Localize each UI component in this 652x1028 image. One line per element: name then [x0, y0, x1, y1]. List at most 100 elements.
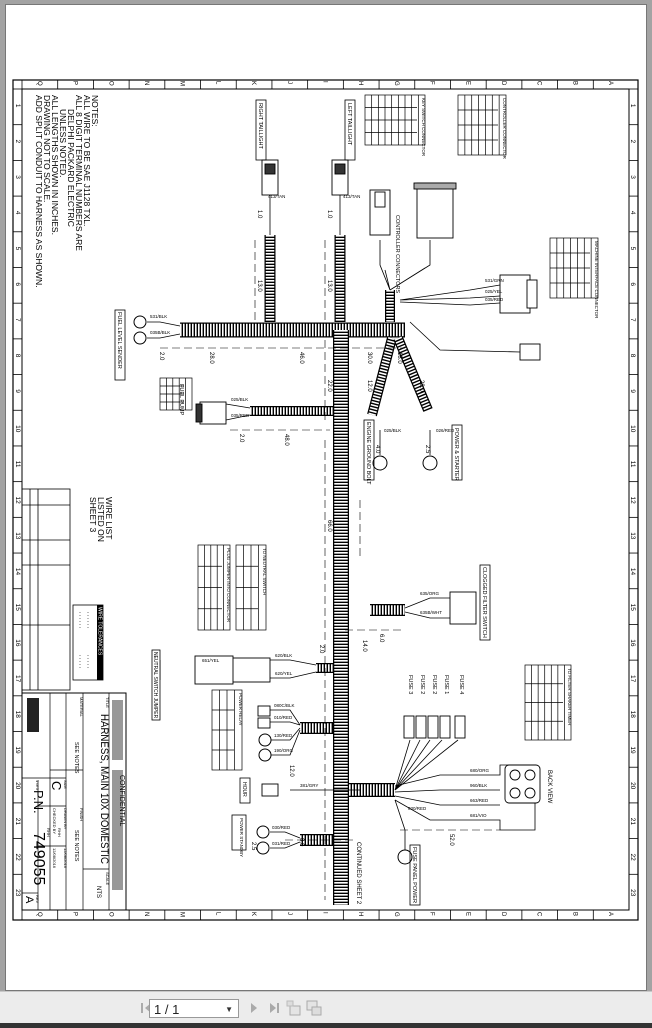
dimension-label: 6.0: [378, 634, 384, 643]
dimension-label: 8.0: [298, 838, 304, 847]
row-label: 13: [629, 532, 636, 540]
column-label: A: [607, 81, 613, 85]
wire-list-line: WIRE LIST: [104, 497, 114, 540]
last-page-icon: [270, 1003, 279, 1013]
column-label: J: [286, 81, 292, 84]
drawing-title: HARNESS, MAIN 10X DOMESTIC: [98, 714, 110, 864]
note-line: ALL 8 DIGIT TERMINAL NUMBERS ARE: [74, 95, 84, 251]
wire-label: 025/YEL: [485, 289, 503, 294]
conduit-ribs: [368, 337, 396, 416]
fuel-pump-connector: [199, 401, 227, 425]
wire-label: 035/RED: [231, 413, 250, 418]
page-number-select[interactable]: 1 / 1 ▼: [149, 999, 239, 1018]
column-label: G: [393, 912, 399, 917]
row-label: 10: [629, 425, 636, 433]
wire-label: 030/RED: [408, 806, 427, 811]
dimension-label: 28.0: [418, 380, 424, 392]
finish-label: FINISH: [79, 808, 84, 821]
column-label: N: [143, 912, 149, 916]
component-labels: RIGHT TAILLIGHT LEFT TAILLIGHT CONTROLLE…: [114, 99, 552, 906]
wire-label: 680/ORG: [470, 768, 490, 773]
page-layout-icon: [286, 1000, 301, 1016]
row-label: 14: [14, 568, 21, 576]
dimension-label: 66.0: [326, 520, 332, 532]
dimension-label: 2.0: [158, 352, 164, 361]
column-label: Q: [36, 912, 42, 917]
column-label: L: [214, 912, 220, 916]
row-label: 2: [14, 140, 21, 144]
dimension-label: 2.5: [424, 445, 430, 454]
column-label: P: [72, 81, 78, 85]
checked-by-label: CHECKED BY: [52, 808, 57, 834]
wire-label: 413/TAN: [343, 194, 360, 199]
power-standby-label: POWER STANDBY: [239, 818, 244, 857]
row-label: 18: [629, 711, 636, 719]
relay-terminal: [257, 705, 271, 717]
column-label: P: [72, 912, 78, 916]
left-taillight-label: LEFT TAILLIGHT: [346, 103, 352, 146]
fuse-label: FUSE 3: [407, 675, 413, 694]
column-label: C: [536, 912, 542, 917]
wire-label: 026/RED: [436, 428, 455, 433]
aux-connector: [519, 343, 541, 361]
title-label: TITLE: [105, 697, 110, 708]
column-label: Q: [36, 81, 42, 86]
window-bottom-bar: [0, 1023, 652, 1028]
wire-label: 413/TAN: [268, 194, 285, 199]
wire-label: 025/BLK: [231, 397, 248, 402]
scale-value: NTS: [95, 886, 101, 898]
next-page-icon: [251, 1003, 257, 1013]
wire-label: 031/RED: [272, 841, 291, 846]
page-view-button-2[interactable]: [306, 1000, 322, 1016]
clogged-filter-label: CLOGGED FILTER SWITCH: [481, 567, 487, 638]
dimension-label: 1.0: [326, 210, 332, 219]
last-page-button[interactable]: [266, 1000, 282, 1016]
page-indicator: 1 / 1: [154, 1002, 180, 1017]
column-label: I: [322, 912, 328, 914]
column-label: I: [322, 81, 328, 83]
column-label: C: [536, 81, 542, 86]
harness-wires: [147, 195, 536, 850]
drawing-border-outer: [12, 79, 639, 921]
date-drawn: 12/08/2016: [63, 848, 68, 869]
row-label: 5: [629, 247, 636, 251]
back-view-connector: [504, 764, 541, 804]
page-view-button-1[interactable]: [286, 1000, 302, 1016]
column-label: F: [429, 81, 435, 85]
next-page-button[interactable]: [246, 1000, 262, 1016]
table-title: CONTROLLER CONNECTOR: [502, 98, 507, 160]
revision-table: [21, 488, 71, 691]
notes-heading: NOTES:: [90, 95, 100, 127]
wire-label: 960/BLK: [470, 783, 487, 788]
column-label: H: [357, 81, 363, 85]
row-label: 3: [629, 175, 636, 179]
rev-label: REV: [35, 895, 40, 904]
date-checked: 12/08/2016: [52, 848, 57, 869]
row-label: 15: [14, 604, 21, 612]
table-title: TO NEUTRAL SWITCH: [262, 548, 267, 595]
row-label: 17: [14, 675, 21, 683]
column-label: N: [143, 81, 149, 85]
row-label: 1: [14, 104, 21, 108]
dimension-label: 4.0: [374, 445, 380, 454]
right-taillight-label: RIGHT TAILLIGHT: [257, 103, 263, 149]
row-label: 2: [629, 140, 636, 144]
fuel-level-sender-label: FUEL LEVEL SENDER: [116, 312, 122, 369]
row-label: 20: [14, 782, 21, 790]
size-value: C: [49, 781, 64, 790]
wire-list-line: LISTED ON: [96, 497, 106, 542]
row-label: 16: [14, 639, 21, 647]
column-label: J: [286, 912, 292, 915]
wire-list-line: SHEET 3: [88, 497, 98, 533]
row-label: 9: [629, 389, 636, 393]
dimension-label: 28.0: [208, 352, 214, 364]
wire-label: 025/BLK: [384, 428, 401, 433]
neutral-jumper-label: NEUTRAL SWITCH JUMPER: [152, 652, 158, 719]
dimension-label: 12.0: [366, 380, 372, 392]
finish-value: SEE NOTES: [73, 830, 79, 862]
row-label: 18: [14, 711, 21, 719]
table-title: TO FILTER SHAKER TIMER: [567, 668, 572, 726]
wire-label: 663/RED: [470, 798, 489, 803]
